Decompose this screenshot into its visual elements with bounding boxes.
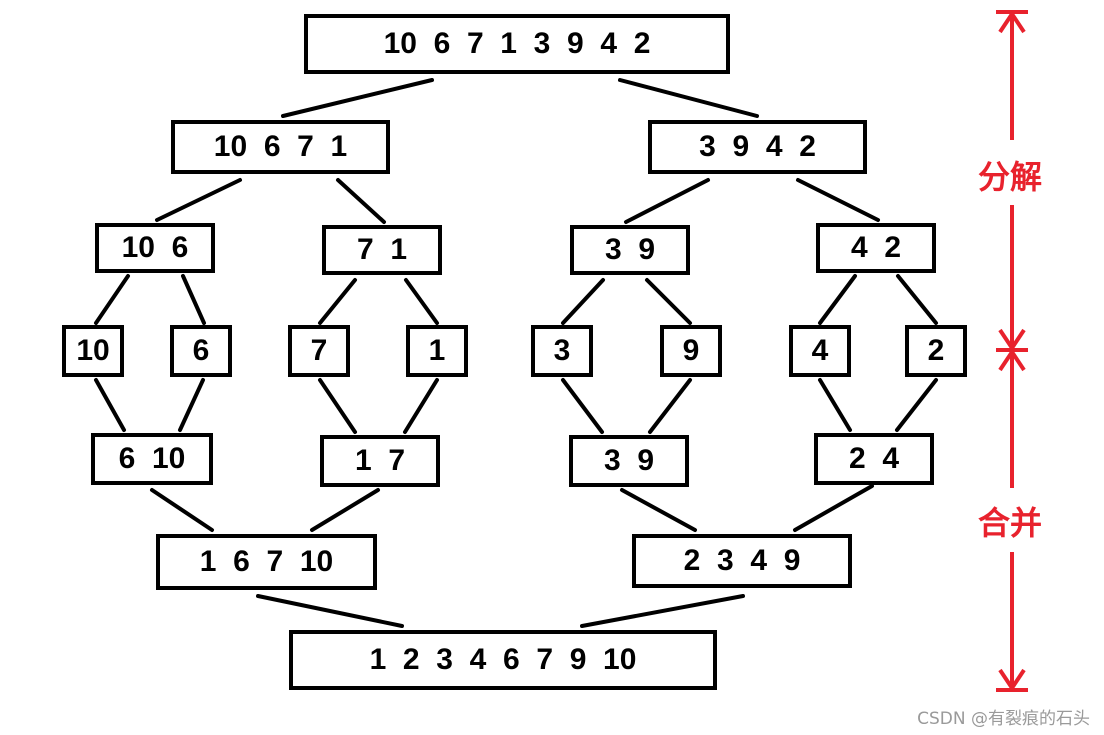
node-3-9: 3 9 xyxy=(570,225,690,275)
edge-610-16710 xyxy=(150,488,214,532)
node-root: 10 6 7 1 3 9 4 2 xyxy=(304,14,730,74)
edge-7-17 xyxy=(318,378,357,434)
merged-3-9: 3 9 xyxy=(569,435,689,487)
edge-24-2349 xyxy=(793,484,874,532)
leaf-6: 6 xyxy=(170,325,232,377)
edge-106-10 xyxy=(94,274,130,325)
node-4-2: 4 2 xyxy=(816,223,936,273)
leaf-9: 9 xyxy=(660,325,722,377)
leaf-4: 4 xyxy=(789,325,851,377)
edge-42-2 xyxy=(896,274,938,325)
leaf-10: 10 xyxy=(62,325,124,377)
edge-39-3 xyxy=(561,278,605,325)
merged-1-7: 1 7 xyxy=(320,435,440,487)
edge-l1-right xyxy=(336,178,386,224)
edge-l1-left xyxy=(155,178,242,222)
watermark: CSDN @有裂痕的石头 xyxy=(917,709,1090,729)
edge-3-39 xyxy=(561,378,604,434)
edge-39-2349 xyxy=(620,488,697,532)
leaf-3: 3 xyxy=(531,325,593,377)
edge-2349-final xyxy=(580,594,745,628)
edge-39-9 xyxy=(645,278,692,325)
edge-17-16710 xyxy=(310,488,380,532)
node-right-half: 3 9 4 2 xyxy=(648,120,867,174)
edge-4-24 xyxy=(818,378,852,432)
edge-root-left xyxy=(281,78,434,118)
arrowhead-mid-down xyxy=(998,328,1026,352)
edge-9-39 xyxy=(648,378,692,434)
node-10-6: 10 6 xyxy=(95,223,215,273)
arrowhead-mid-up xyxy=(998,348,1026,372)
edge-6-610 xyxy=(178,378,205,432)
leaf-7: 7 xyxy=(288,325,350,377)
edge-71-7 xyxy=(318,278,357,325)
edge-42-4 xyxy=(818,274,857,325)
edge-1-17 xyxy=(403,378,439,434)
leaf-2: 2 xyxy=(905,325,967,377)
label-decompose: 分解 xyxy=(978,150,1043,200)
arrowhead-bottom-down xyxy=(998,668,1026,692)
merged-6-10: 6 10 xyxy=(91,433,213,485)
label-merge: 合并 xyxy=(978,496,1043,546)
edge-r1-right xyxy=(796,178,880,222)
node-left-half: 10 6 7 1 xyxy=(171,120,390,174)
merged-1-6-7-10: 1 6 7 10 xyxy=(156,534,377,590)
edge-root-right xyxy=(618,78,759,118)
edge-r1-left xyxy=(624,178,710,224)
arrowhead-top-up xyxy=(998,10,1026,34)
edge-71-1 xyxy=(404,278,439,325)
merged-2-4: 2 4 xyxy=(814,433,934,485)
edge-10-610 xyxy=(94,378,126,432)
merged-2-3-4-9: 2 3 4 9 xyxy=(632,534,852,588)
edge-2-24 xyxy=(895,378,938,432)
edge-16710-final xyxy=(256,594,404,628)
final-sorted: 1 2 3 4 6 7 9 10 xyxy=(289,630,717,690)
leaf-1: 1 xyxy=(406,325,468,377)
node-7-1: 7 1 xyxy=(322,225,442,275)
edge-106-6 xyxy=(181,274,206,325)
